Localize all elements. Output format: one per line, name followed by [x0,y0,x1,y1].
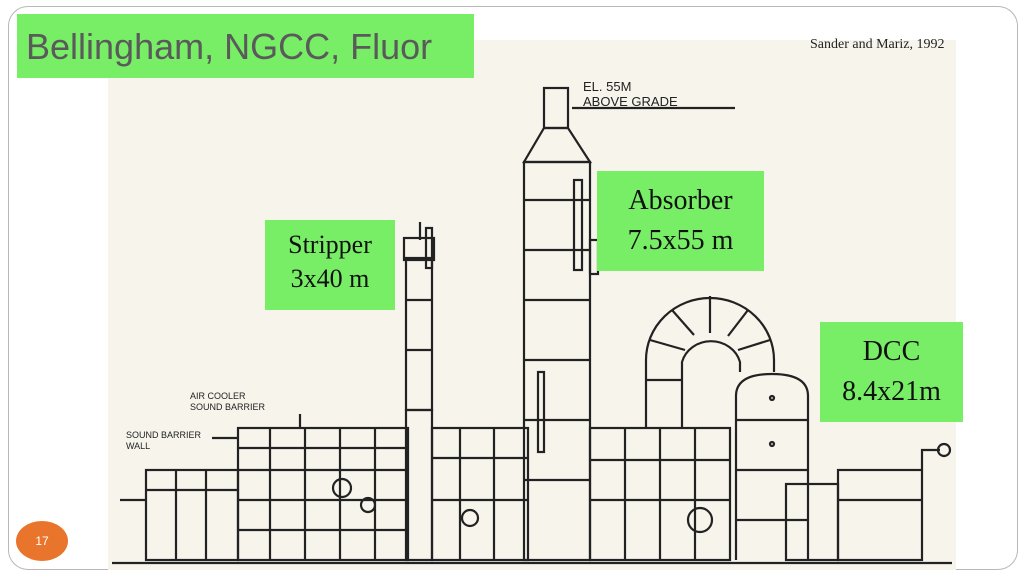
air-cooler-label-line2: SOUND BARRIER [190,402,266,412]
elevation-label-line1: EL. 55M [583,79,631,94]
slide-title: Bellingham, NGCC, Fluor [26,26,433,67]
drawing-annotations: EL. 55M ABOVE GRADE AIR COOLER SOUND BAR… [126,79,678,451]
drawing-linework [112,86,952,565]
dcc-name: DCC [862,336,921,367]
stripper-label: Stripper 3x40 m [265,220,395,310]
stripper-size: 3x40 m [290,264,370,293]
sound-barrier-label-line2: WALL [126,441,150,451]
drawing-paper [108,40,956,570]
dcc-size: 8.4x21m [842,376,941,407]
absorber-name: Absorber [628,185,733,216]
stripper-name: Stripper [288,230,372,259]
absorber-label: Absorber 7.5x55 m [597,171,764,271]
title-highlight [17,14,474,78]
absorber-size: 7.5x55 m [627,225,734,256]
page-number-badge: 17 [16,521,68,561]
sound-barrier-label-line1: SOUND BARRIER [126,430,202,440]
elevation-label-line2: ABOVE GRADE [583,94,678,109]
citation: Sander and Mariz, 1992 [810,37,945,52]
dcc-label: DCC 8.4x21m [820,322,963,422]
air-cooler-label-line1: AIR COOLER [190,391,246,401]
